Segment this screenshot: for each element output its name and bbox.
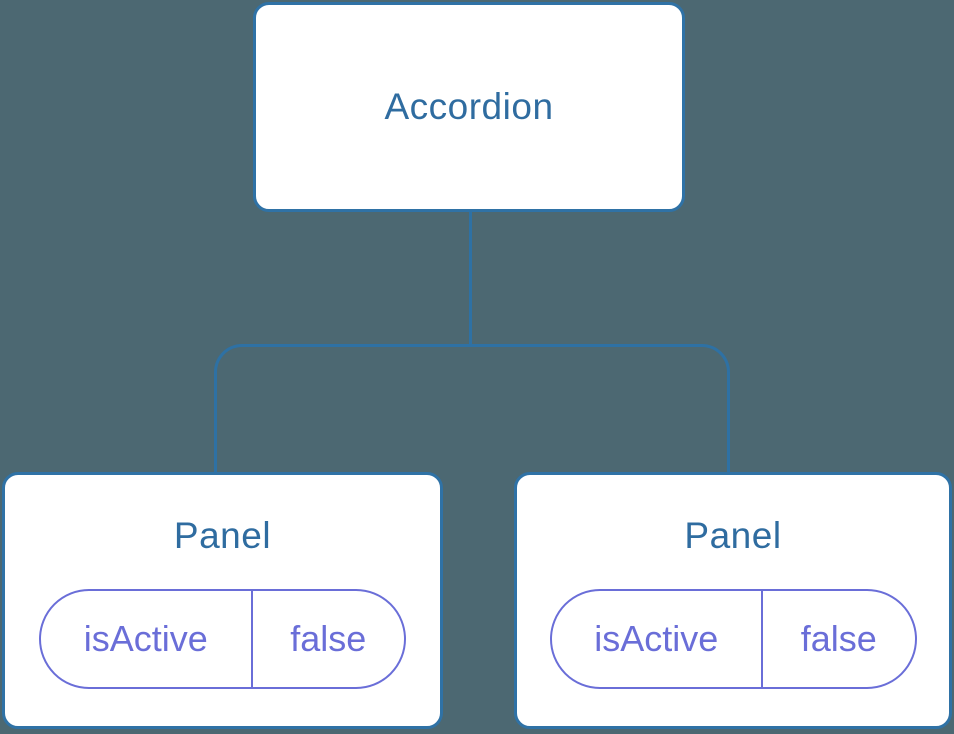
panel-node-left: Panel isActive false bbox=[2, 472, 443, 729]
prop-name: isActive bbox=[41, 591, 253, 687]
prop-name: isActive bbox=[552, 591, 764, 687]
panel-title: Panel bbox=[173, 515, 272, 556]
accordion-node-label: Accordion bbox=[384, 86, 554, 127]
prop-pill: isActive false bbox=[549, 589, 917, 689]
prop-value: false bbox=[290, 618, 367, 659]
connector-bracket-line bbox=[214, 344, 730, 472]
connector-stem-line bbox=[469, 212, 472, 345]
accordion-node: Accordion bbox=[253, 2, 685, 212]
prop-pill: isActive false bbox=[39, 589, 406, 689]
panel-node-right: Panel isActive false bbox=[514, 472, 952, 729]
prop-value: false bbox=[800, 618, 877, 659]
panel-title: Panel bbox=[684, 515, 782, 556]
